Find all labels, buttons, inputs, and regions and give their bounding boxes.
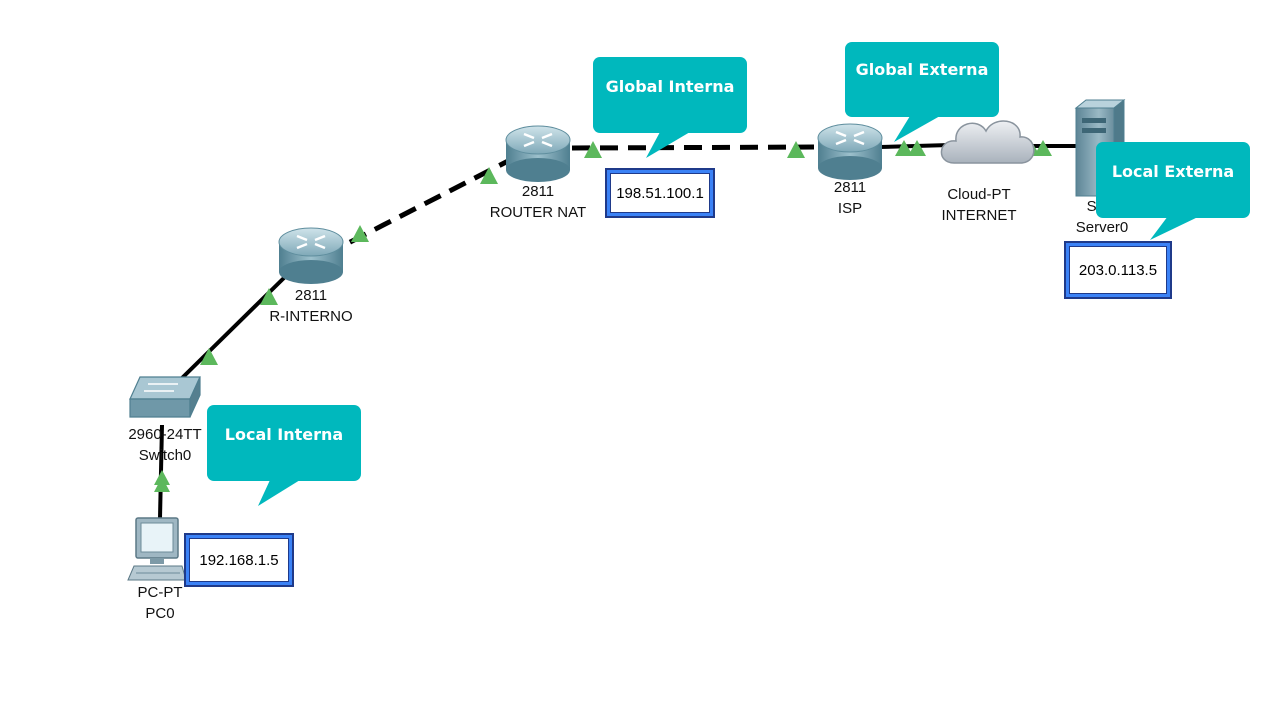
link-status-indicators (154, 140, 1052, 492)
link-up-indicator (260, 288, 278, 305)
router-nat-ip-address: 198.51.100.1 (610, 173, 710, 213)
cloud-icon[interactable] (940, 120, 1035, 164)
callout-local-interna-text: Local Interna (224, 425, 344, 444)
switch-model: 2960-24TT (128, 426, 202, 443)
switch-name: Switch0 (138, 447, 192, 464)
link-up-indicator (895, 140, 913, 156)
callout-tails (258, 116, 1200, 506)
callout-tail (1150, 216, 1200, 240)
link-up-indicator (584, 141, 602, 158)
callout-local-externa-text: Local Externa (1111, 162, 1235, 181)
pc-ip-address: 192.168.1.5 (189, 538, 289, 582)
link-up-indicator (1034, 140, 1052, 156)
router-nat-label: 2811 ROUTER NAT (490, 181, 586, 223)
router-icon[interactable] (817, 123, 883, 180)
callout-tail (894, 116, 940, 142)
r-interno-name: R-INTERNO (269, 308, 353, 325)
pc-model: PC-PT (137, 584, 183, 601)
cloud-label: Cloud-PT INTERNET (942, 184, 1017, 226)
link-switch-r-interno[interactable] (178, 270, 292, 382)
link-up-indicator (787, 141, 805, 158)
r-interno-label: 2811 R-INTERNO (269, 285, 352, 327)
pc-icon[interactable] (127, 517, 187, 581)
server-ip-address: 203.0.113.5 (1069, 246, 1167, 294)
callout-local-interna: Local Interna (207, 405, 361, 481)
isp-model: 2811 (833, 179, 867, 196)
switch-icon[interactable] (129, 376, 201, 418)
link-router-nat-isp[interactable] (571, 144, 823, 151)
server-ip-box[interactable]: 203.0.113.5 (1064, 241, 1172, 299)
callout-global-externa: Global Externa (845, 42, 999, 117)
isp-name: ISP (837, 200, 863, 217)
switch-label: 2960-24TT Switch0 (128, 424, 201, 466)
router-nat-model: 2811 (521, 183, 555, 200)
link-up-indicator (351, 225, 369, 242)
link-up-indicator (908, 140, 926, 156)
callout-global-interna: Global Interna (593, 57, 747, 133)
router-nat-name: ROUTER NAT (489, 204, 587, 221)
callout-tail (646, 132, 690, 158)
router-nat-ip-box[interactable]: 198.51.100.1 (605, 168, 715, 218)
isp-label: 2811 ISP (834, 177, 866, 219)
r-interno-model: 2811 (294, 287, 328, 304)
router-icon[interactable] (505, 125, 571, 182)
pc-ip-box[interactable]: 192.168.1.5 (184, 533, 294, 587)
callout-tail (258, 480, 300, 506)
callout-global-externa-text: Global Externa (855, 60, 989, 79)
callout-global-interna-text: Global Interna (605, 77, 735, 96)
cloud-name: INTERNET (941, 207, 1017, 224)
link-up-indicator (154, 477, 170, 492)
pc-label: PC-PT PC0 (138, 582, 183, 624)
link-pc-switch[interactable] (158, 424, 164, 519)
pc-name: PC0 (145, 605, 175, 622)
router-icon[interactable] (278, 227, 344, 284)
link-up-indicator (200, 348, 218, 365)
link-up-indicator (480, 167, 498, 184)
server-name: Server0 (1075, 219, 1129, 236)
cloud-model: Cloud-PT (947, 186, 1011, 203)
callout-local-externa: Local Externa (1096, 142, 1250, 218)
server-icon[interactable] (1074, 98, 1126, 198)
